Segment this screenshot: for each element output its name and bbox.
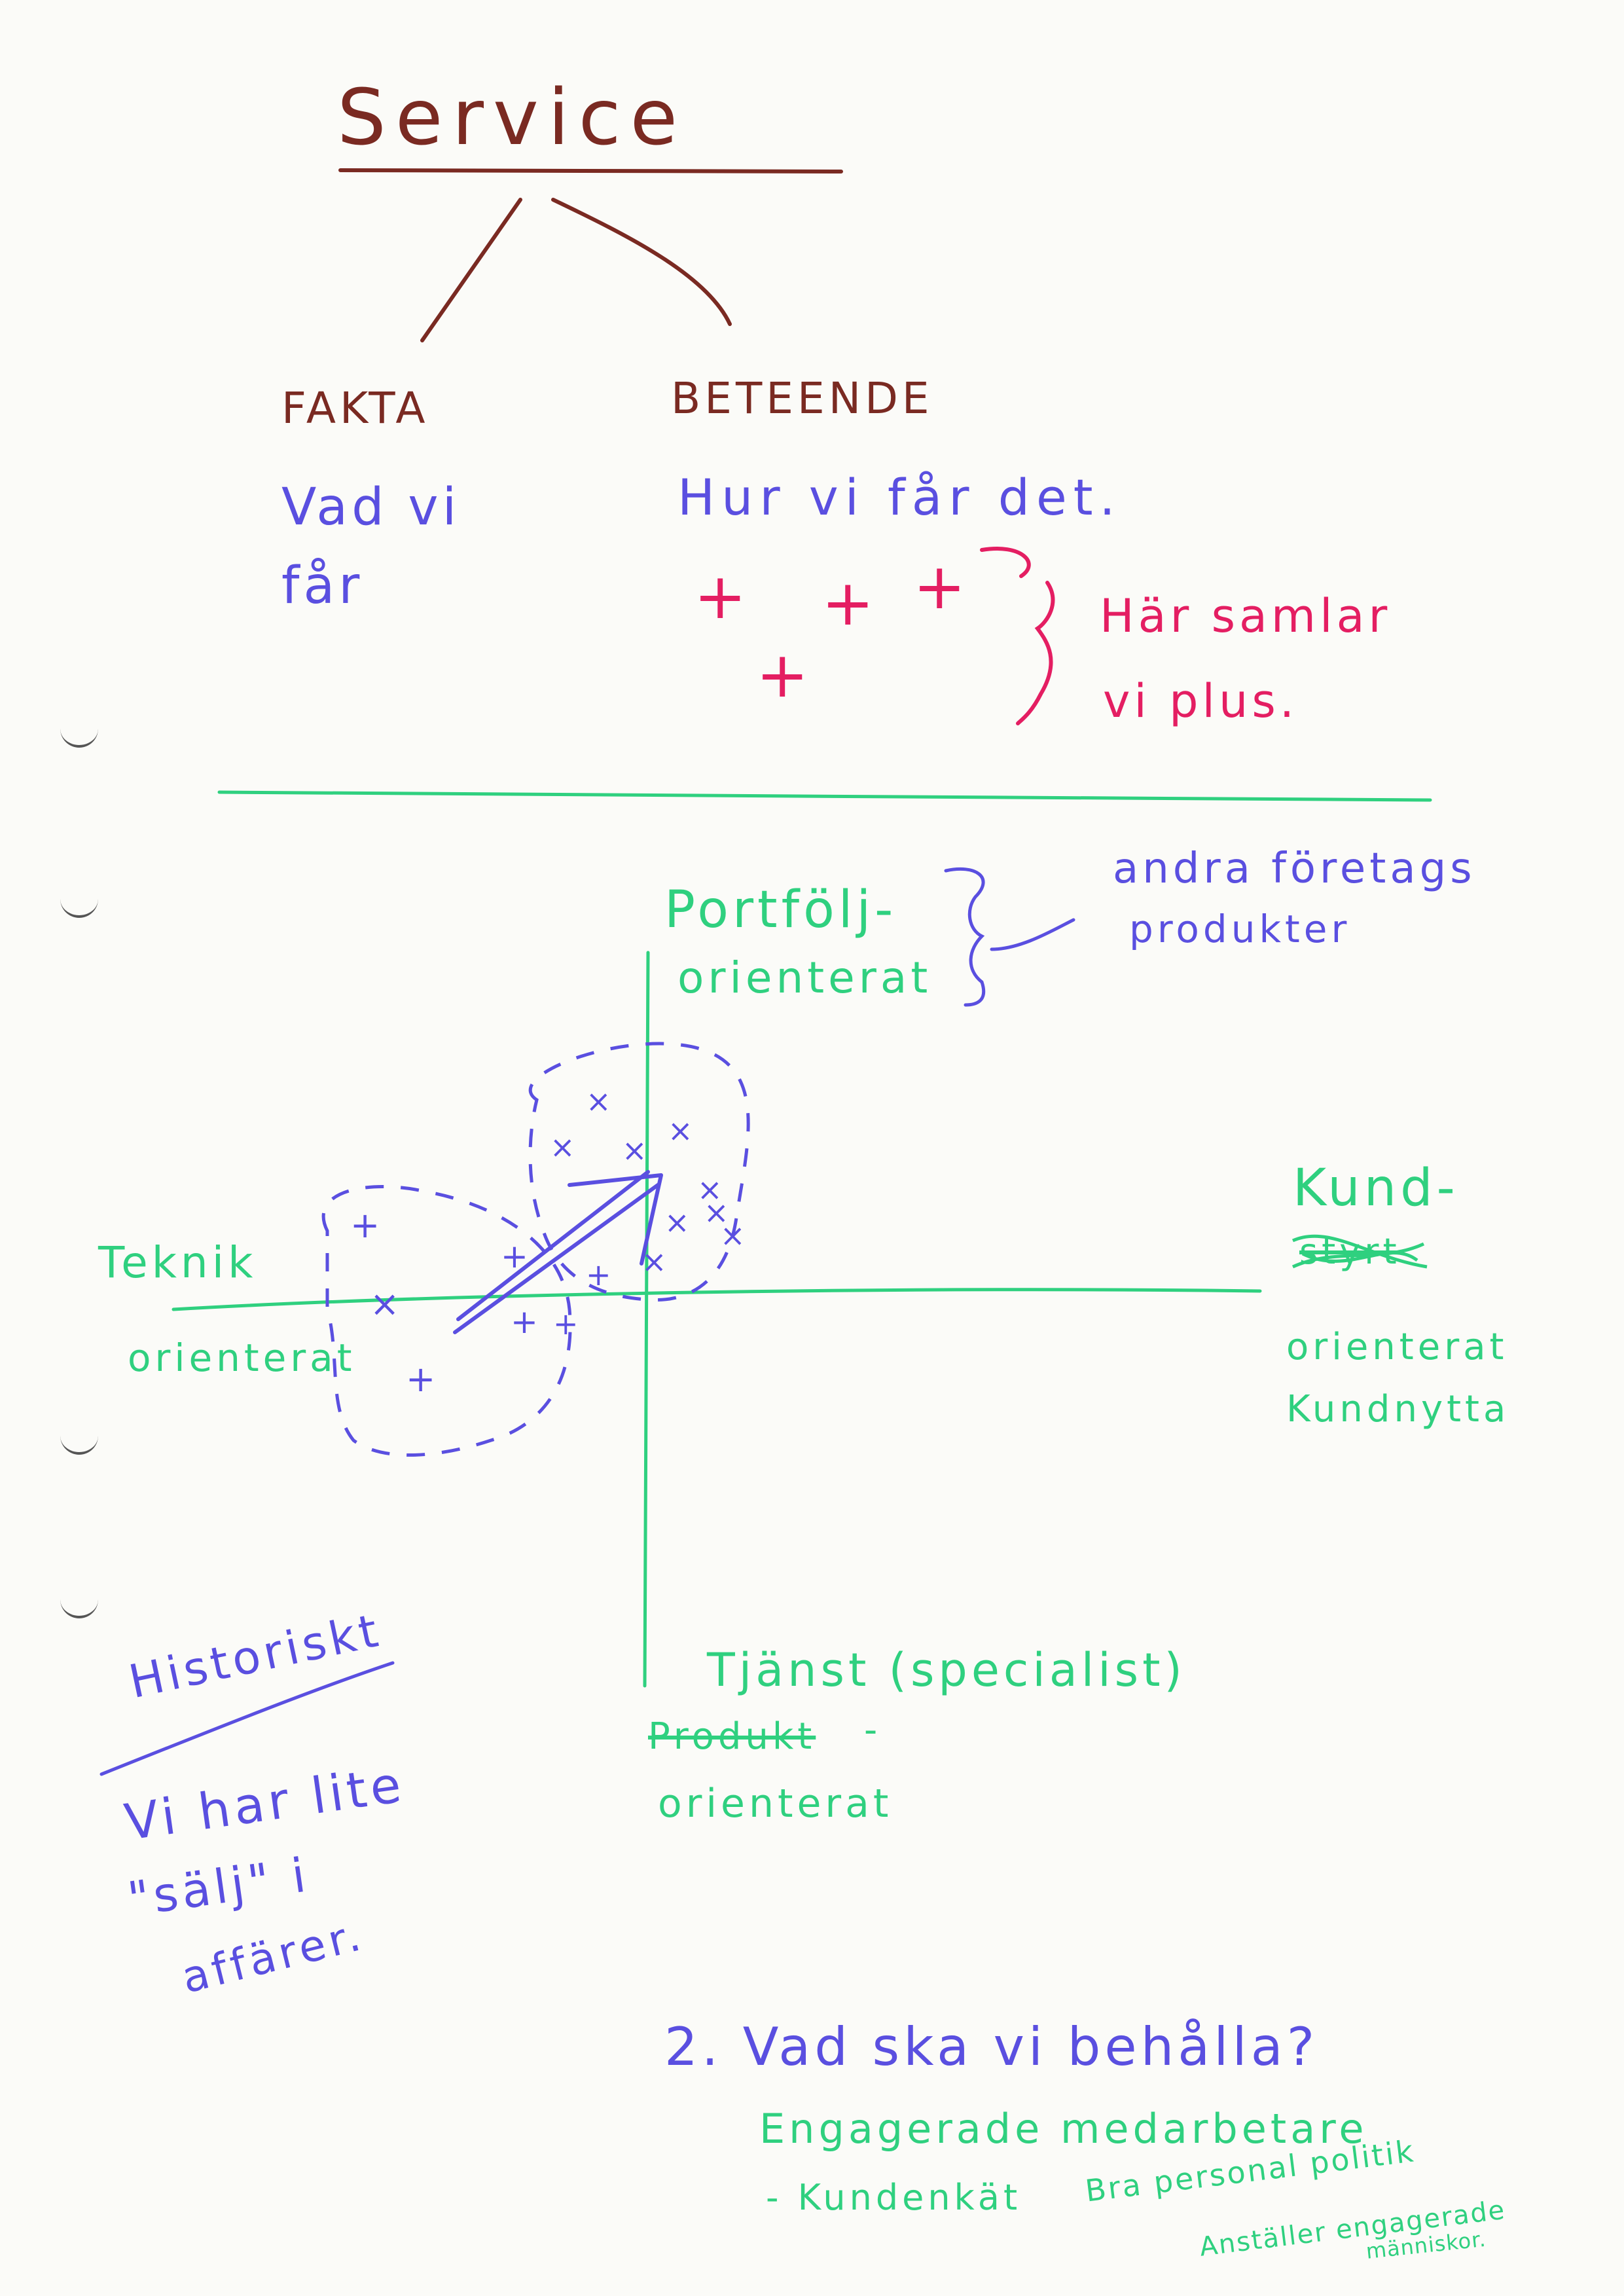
beteende-heading: BETEENDE <box>671 373 933 424</box>
cluster-upper <box>528 1042 750 1302</box>
cluster-mark: × <box>370 1283 404 1324</box>
matrix-right-label-crossed: styrt <box>1299 1231 1401 1272</box>
vertical-axis <box>643 951 650 1688</box>
purple-brace <box>944 867 1075 1007</box>
scribble-cross <box>1291 1234 1428 1269</box>
matrix-top-note-line2: produkter <box>1129 907 1351 951</box>
binder-hole <box>60 727 98 748</box>
plus-mark: + <box>694 560 751 633</box>
cluster-mark: × <box>641 1244 671 1279</box>
history-underline <box>99 1661 395 1776</box>
cluster-mark: + <box>501 1237 532 1275</box>
binder-hole <box>60 897 98 918</box>
matrix-right-label-line2: orienterat <box>1286 1326 1508 1368</box>
branch-left <box>420 198 522 342</box>
cluster-mark: × <box>720 1218 749 1253</box>
cluster-lower <box>321 1185 572 1457</box>
binder-hole <box>60 1597 98 1618</box>
cluster-mark: × <box>550 1129 579 1165</box>
pink-brace <box>980 547 1055 725</box>
question-line1: Engagerade medarbetare <box>759 2105 1368 2153</box>
plus-note-line2: vi plus. <box>1103 674 1299 728</box>
branch-right <box>551 198 732 326</box>
cluster-mark: + <box>586 1257 615 1292</box>
matrix-bottom-label-line2: orienterat <box>658 1781 893 1827</box>
plus-note-line1: Här samlar <box>1100 589 1392 643</box>
matrix-right-label-line3: Kundnytta <box>1286 1388 1510 1430</box>
question-line2: - Kundenkät <box>766 2177 1022 2218</box>
matrix-bottom-label-dash: - <box>864 1709 882 1751</box>
cluster-mark: × <box>704 1195 733 1230</box>
cluster-mark: × <box>697 1172 727 1207</box>
matrix-top-note-line1: andra företags <box>1113 845 1476 893</box>
plus-mark: + <box>756 638 813 712</box>
matrix-bottom-label-line1: Tjänst (specialist) <box>707 1643 1186 1697</box>
plus-mark: + <box>913 550 970 623</box>
fakta-text-line2: får <box>281 556 364 615</box>
matrix-right-label-line1: Kund- <box>1293 1159 1459 1218</box>
page-title: Service <box>337 72 687 162</box>
horizontal-axis <box>171 1288 1262 1311</box>
cluster-mark: × <box>586 1084 615 1119</box>
matrix-left-label-line2: orienterat <box>128 1336 356 1380</box>
fakta-text-line1: Vad vi <box>281 478 461 537</box>
matrix-top-label-line2: orienterat <box>677 953 932 1003</box>
beteende-text: Hur vi får det. <box>677 468 1122 526</box>
cluster-mark: × <box>664 1205 694 1240</box>
matrix-left-label-line1: Teknik <box>98 1237 257 1288</box>
fakta-heading: FAKTA <box>281 383 429 433</box>
arrow-shaft <box>453 1170 660 1334</box>
binder-hole <box>60 1434 98 1455</box>
cluster-mark: + <box>350 1205 384 1246</box>
matrix-top-label-line1: Portfölj- <box>664 881 897 939</box>
cluster-mark: + <box>406 1358 440 1400</box>
cluster-mark: × <box>622 1133 651 1168</box>
question-title: 2. Vad ska vi behålla? <box>664 2016 1319 2077</box>
cluster-mark: + <box>553 1306 583 1341</box>
cluster-mark: + <box>511 1303 542 1341</box>
cluster-mark: × <box>668 1113 697 1148</box>
title-underline <box>338 168 843 173</box>
section-divider <box>217 790 1432 802</box>
matrix-bottom-label-crossed: Produkt <box>648 1715 816 1758</box>
arrow-head <box>568 1173 663 1266</box>
plus-mark: + <box>821 566 878 640</box>
